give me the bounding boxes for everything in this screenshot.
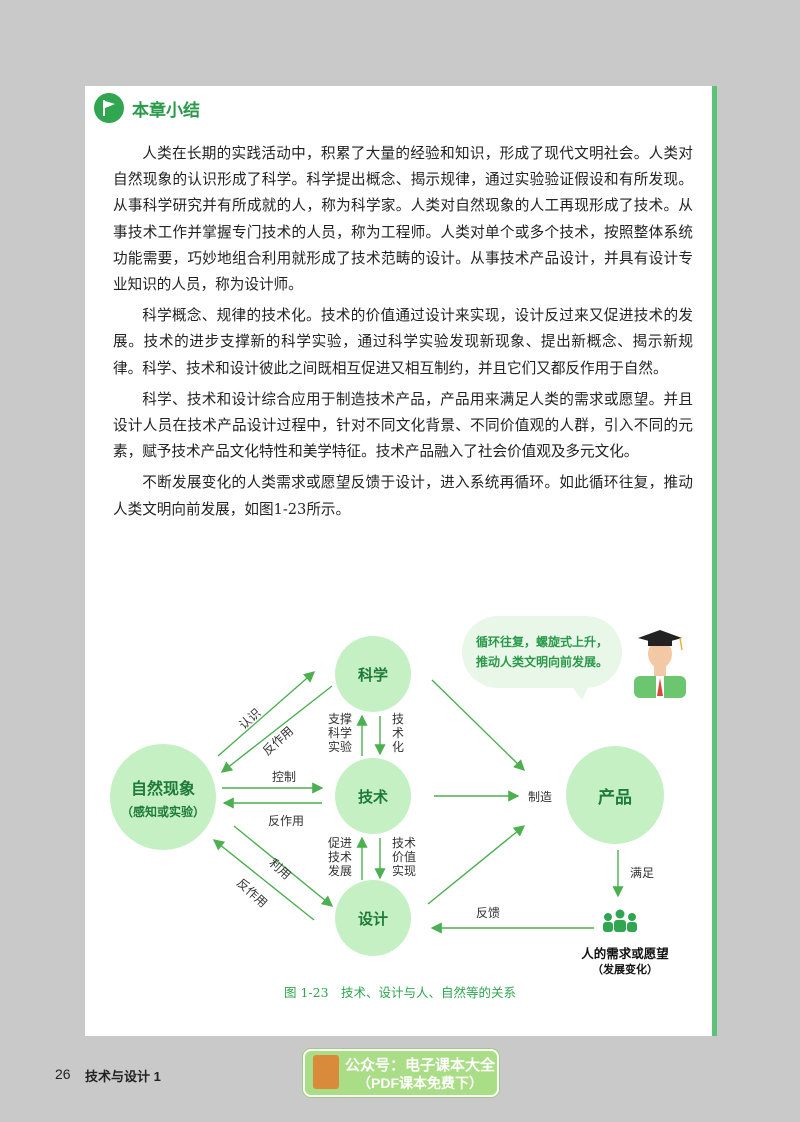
label-feedback: 反馈: [476, 906, 501, 920]
people-icon: [603, 909, 637, 932]
label-technize: 技 术 化: [391, 712, 404, 754]
label-reaction-mid: 反作用: [268, 814, 305, 828]
arrow-science-manufacture: [431, 679, 526, 771]
arrow-reaction-top: [220, 685, 333, 773]
book-icon: [313, 1055, 339, 1089]
flag-icon: [94, 93, 124, 123]
node-nature: 自然现象 （感知或实验）: [110, 744, 216, 850]
paragraph: 人类在长期的实践活动中，积累了大量的经验和知识，形成了现代文明社会。人类对自然现…: [113, 145, 693, 294]
label-control: 控制: [272, 770, 297, 784]
page-card: [85, 86, 717, 1036]
node-science: 科学: [335, 636, 411, 712]
paragraph: 科学、技术和设计综合应用于制造技术产品，产品用来满足人类的需求或愿望。并且设计人…: [113, 390, 693, 461]
label-value: 技术 价值 实现: [391, 836, 416, 878]
bubble-tail: [570, 684, 590, 700]
diagram-arrows: [212, 630, 686, 934]
needs-label: 人的需求或愿望 （发展变化）: [581, 947, 669, 976]
node-product: 产品: [566, 746, 664, 844]
speech-bubble: 循环往复，螺旋式上升， 推动人类文明向前发展。: [462, 616, 622, 688]
arrow-cognition: [217, 671, 316, 757]
figure-caption: 图 1-23 技术、设计与人、自然等的关系: [283, 985, 517, 1000]
label-promote: 促进 技术 发展: [327, 836, 352, 878]
watermark-line1: 公众号：电子课本大全: [345, 1057, 496, 1074]
body-text: 人类在长期的实践活动中，积累了大量的经验和知识，形成了现代文明社会。人类对自然现…: [113, 141, 693, 523]
arrow-design-manufacture: [427, 825, 526, 905]
watermark-banner: 公众号：电子课本大全 （PDF课本免费下）: [303, 1049, 499, 1097]
watermark-line2: （PDF课本免费下）: [357, 1075, 483, 1091]
paragraph: 不断发展变化的人类需求或愿望反馈于设计，进入系统再循环。如此循环往复，推动人类文…: [113, 474, 693, 518]
relationship-diagram: 科学 技术 设计 产品 自然现象 （感知或实验） 认识 反作用 控制 反作用 利…: [100, 600, 700, 1000]
section-header: 本章小结: [94, 93, 200, 123]
label-manufacture: 制造: [528, 790, 553, 804]
page-number: 26: [55, 1066, 71, 1082]
node-tech: 技术: [335, 758, 411, 834]
book-title: 技术与设计 1: [85, 1069, 161, 1084]
paragraph: 科学概念、规律的技术化。技术的价值通过设计来实现，设计反过来又促进技术的发展。技…: [113, 307, 693, 377]
arrow-reaction-bottom: [212, 839, 315, 921]
teacher-avatar: [634, 630, 686, 698]
node-design: 设计: [335, 880, 411, 956]
label-satisfy: 满足: [630, 866, 655, 880]
label-support: 支撑 科学 实验: [327, 712, 352, 754]
arrow-use: [233, 825, 334, 907]
section-title: 本章小结: [132, 100, 200, 120]
